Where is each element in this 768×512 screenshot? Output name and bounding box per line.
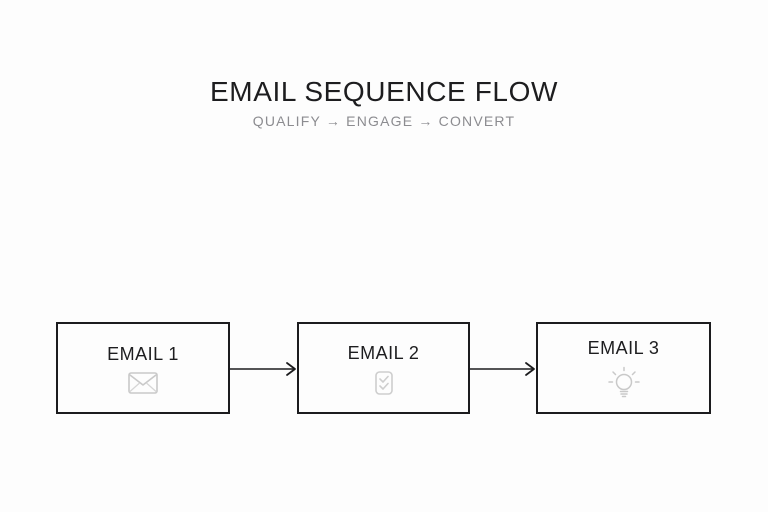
checklist-icon (374, 370, 393, 395)
envelope-icon (128, 371, 158, 394)
page-title: EMAIL SEQUENCE FLOW (210, 76, 558, 107)
lightbulb-icon (607, 366, 641, 399)
page-subtitle: QUALIFY → ENGAGE → CONVERT (252, 113, 516, 129)
flow-step-label: EMAIL 2 (347, 342, 420, 363)
arrow-connector-1 (230, 362, 296, 376)
flow-step-email-3: EMAIL 3 (536, 322, 711, 414)
flow-step-email-1: EMAIL 1 (56, 322, 230, 414)
arrow-connector-2 (470, 362, 535, 376)
flow-step-label: EMAIL 3 (587, 338, 660, 358)
flow-step-label: EMAIL 1 (107, 343, 179, 364)
flow-step-email-2: EMAIL 2 (297, 322, 470, 414)
